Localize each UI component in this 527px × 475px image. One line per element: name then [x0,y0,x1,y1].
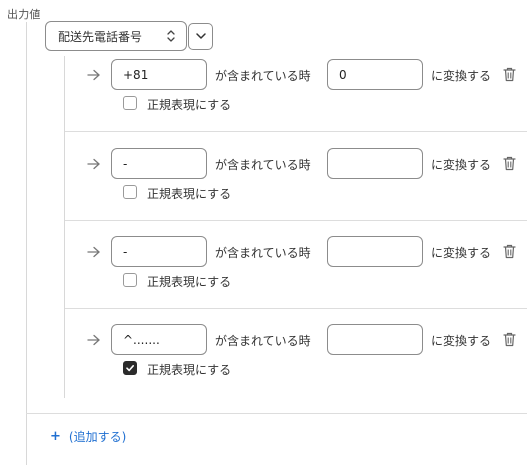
arrow-right-icon [87,334,100,346]
contains-label: が含まれている時 [215,158,311,172]
chevron-down-icon [195,33,206,39]
field-select[interactable]: 配送先電話番号 [45,21,187,51]
replace-input[interactable] [327,148,423,179]
add-rule-button[interactable]: + (追加する) [50,428,126,445]
replacement-rules: が含まれている時 に変換する 正規表現にする が含まれている時 に変換す [64,56,527,398]
rule-row: が含まれている時 に変換する 正規表現にする [65,145,527,233]
convert-label: に変換する [431,158,492,172]
trash-icon[interactable] [503,156,516,171]
trash-icon[interactable] [503,67,516,82]
rule-divider [65,131,527,132]
find-input[interactable] [111,59,207,90]
find-input[interactable] [111,324,207,355]
rule-divider [65,220,527,221]
section-divider [26,413,527,414]
replace-input[interactable] [327,236,423,267]
contains-label: が含まれている時 [215,334,311,348]
contains-label: が含まれている時 [215,69,311,83]
replace-input[interactable] [327,324,423,355]
find-input[interactable] [111,236,207,267]
convert-label: に変換する [431,69,492,83]
find-input[interactable] [111,148,207,179]
contains-label: が含まれている時 [215,246,311,260]
field-select-value: 配送先電話番号 [58,29,143,44]
regex-checkbox[interactable] [123,361,137,375]
regex-label: 正規表現にする [147,275,232,289]
arrow-right-icon [87,246,100,258]
check-icon [126,364,134,372]
regex-label: 正規表現にする [147,98,232,112]
regex-checkbox[interactable] [123,185,137,199]
regex-label: 正規表現にする [147,187,232,201]
replace-input[interactable] [327,59,423,90]
rule-row: が含まれている時 に変換する 正規表現にする [65,56,527,144]
plus-icon: + [50,429,61,444]
output-label: 出力値 [7,8,41,21]
arrow-right-icon [87,158,100,170]
field-dropdown-button[interactable] [188,22,213,50]
field-select-group: 配送先電話番号 [45,21,213,51]
convert-label: に変換する [431,246,492,260]
outer-divider [26,22,27,465]
rule-divider [65,308,527,309]
add-rule-label: (追加する) [68,430,127,444]
chevron-up-down-icon [167,30,175,42]
regex-label: 正規表現にする [147,363,232,377]
rule-row: が含まれている時 に変換する 正規表現にする [65,321,527,409]
regex-checkbox[interactable] [123,273,137,287]
convert-label: に変換する [431,334,492,348]
trash-icon[interactable] [503,332,516,347]
rule-row: が含まれている時 に変換する 正規表現にする [65,233,527,321]
trash-icon[interactable] [503,244,516,259]
regex-checkbox[interactable] [123,96,137,110]
arrow-right-icon [87,69,100,81]
